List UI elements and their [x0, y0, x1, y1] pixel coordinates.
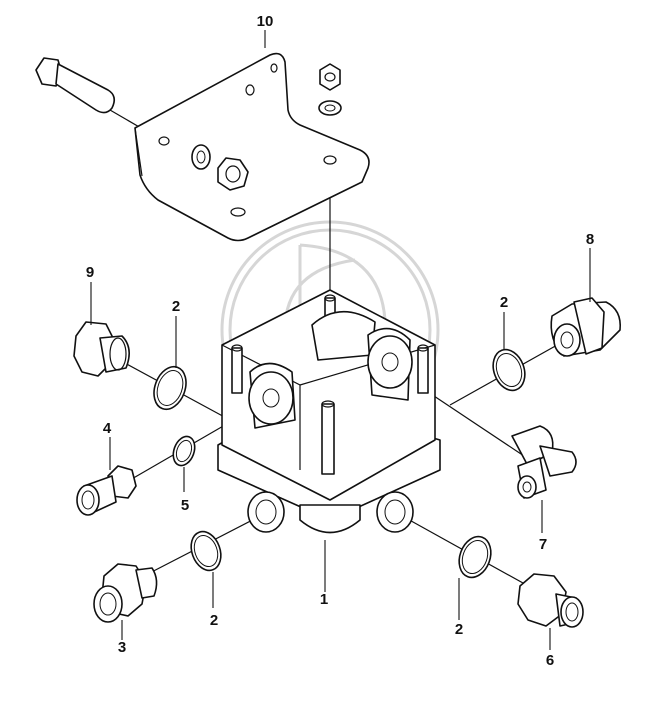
callout-3: 3: [118, 639, 126, 656]
fitting-9: [73, 321, 130, 377]
o-ring-5: [172, 435, 196, 467]
fitting-3: [93, 563, 158, 623]
callout-2-lower-right: 2: [455, 621, 463, 638]
callout-5: 5: [181, 497, 189, 514]
fitting-4: [76, 465, 137, 516]
callout-9: 9: [86, 264, 94, 281]
hex-bolt: [35, 57, 116, 114]
elbow-fitting-7: [511, 425, 577, 499]
callout-4: 4: [103, 420, 112, 437]
callout-10: 10: [257, 13, 274, 30]
fitting-8: [550, 297, 622, 357]
leader-lines: [90, 30, 591, 650]
callout-1: 1: [320, 591, 328, 608]
bracket-nut: [217, 157, 249, 191]
o-ring-2-left: [153, 365, 187, 411]
valve-body: [217, 289, 441, 534]
callout-2-right: 2: [500, 294, 508, 311]
o-ring-2-right: [492, 348, 526, 392]
top-nut: [319, 63, 341, 91]
bracket-washer: [191, 144, 211, 170]
callout-2-left: 2: [172, 298, 180, 315]
fitting-6: [517, 573, 584, 628]
callout-labels: 10 9 2 4 5 3 2 1 2 6 7 2 8: [86, 13, 594, 669]
o-ring-2-lower-left: [190, 530, 222, 572]
o-rings: [153, 348, 526, 579]
callout-6: 6: [546, 652, 554, 669]
callout-2-lower-left: 2: [210, 612, 218, 629]
o-ring-2-lower-right: [458, 535, 492, 579]
callout-8: 8: [586, 231, 594, 248]
mounting-bracket: [134, 52, 370, 242]
callout-7: 7: [539, 536, 547, 553]
top-washer: [318, 100, 342, 116]
